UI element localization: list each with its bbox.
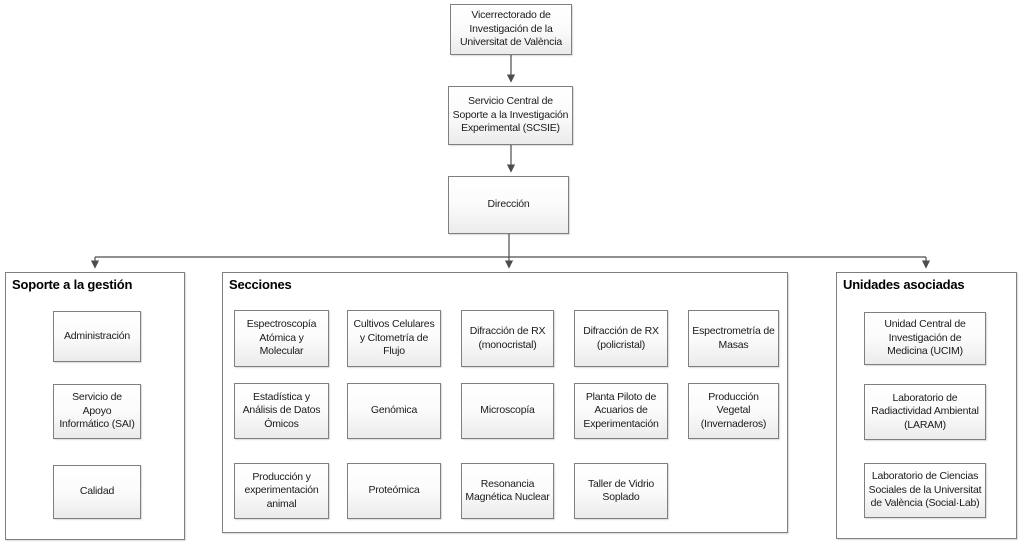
node-espectroscopia-atomica: Espectroscopía Atómica y Molecular <box>234 310 329 367</box>
node-vicerrectorado: Vicerrectorado de Investigación de la Un… <box>450 4 572 55</box>
node-scsie: Servicio Central de Soporte a la Investi… <box>448 86 573 145</box>
node-calidad: Calidad <box>53 465 141 519</box>
node-direccion: Dirección <box>448 176 569 234</box>
connector-branch-bus <box>95 234 926 258</box>
node-social-lab: Laboratorio de Ciencias Sociales de la U… <box>864 463 986 518</box>
node-cultivos-celulares: Cultivos Celulares y Citometría de Flujo <box>347 310 441 367</box>
node-taller-vidrio: Taller de Vidrio Soplado <box>574 463 668 519</box>
node-produccion-vegetal: Producción Vegetal (Invernaderos) <box>688 383 779 439</box>
node-difraccion-monocristal: Difracción de RX (monocristal) <box>461 310 554 367</box>
node-administracion: Administración <box>53 311 141 362</box>
node-produccion-animal: Producción y experimentación animal <box>234 463 329 519</box>
group-title-soporte-gestion: Soporte a la gestión <box>12 277 133 292</box>
node-genomica: Genómica <box>347 383 441 439</box>
group-title-unidades-asociadas: Unidades asociadas <box>843 277 965 292</box>
node-ucim: Unidad Central de Investigación de Medic… <box>864 312 986 365</box>
node-difraccion-policristal: Difracción de RX (policristal) <box>574 310 668 367</box>
group-unidades-asociadas: Unidades asociadas Unidad Central de Inv… <box>836 272 1017 539</box>
node-espectrometria-masas: Espectrometría de Masas <box>688 310 779 367</box>
node-estadistica-omicos: Estadística y Análisis de Datos Ómicos <box>234 383 329 439</box>
node-resonancia-magnetica: Resonancia Magnética Nuclear <box>461 463 554 519</box>
node-laram: Laboratorio de Radiactividad Ambiental (… <box>864 384 986 440</box>
group-soporte-gestion: Soporte a la gestión Administración Serv… <box>5 272 185 540</box>
node-planta-piloto-acuarios: Planta Piloto de Acuarios de Experimenta… <box>574 383 668 439</box>
node-sai: Servicio de Apoyo Informático (SAI) <box>53 384 141 439</box>
node-microscopia: Microscopía <box>461 383 554 439</box>
node-proteomica: Proteómica <box>347 463 441 519</box>
group-title-secciones: Secciones <box>229 277 292 292</box>
group-secciones: Secciones Espectroscopía Atómica y Molec… <box>222 272 788 533</box>
